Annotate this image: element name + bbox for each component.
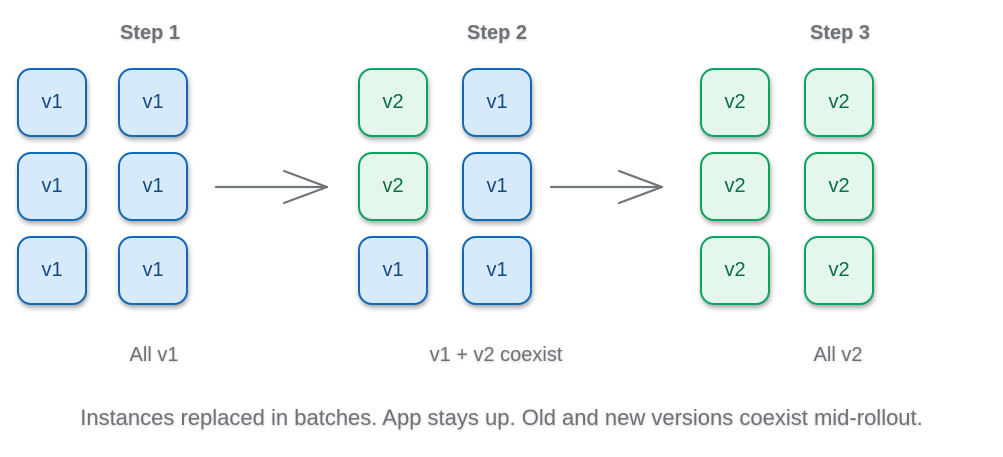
instance-box: v2 xyxy=(700,236,770,305)
step-3-label: All v2 xyxy=(813,344,863,366)
instance-box: v2 xyxy=(804,152,874,221)
step-1-label: All v1 xyxy=(129,344,179,366)
instance-box: v1 xyxy=(118,152,188,221)
instance-box: v1 xyxy=(118,68,188,137)
arrow-step1-to-step2-icon xyxy=(214,169,329,205)
diagram-caption: Instances replaced in batches. App stays… xyxy=(80,405,923,430)
step-1-instance-grid: v1 v1 v1 v1 v1 v1 xyxy=(17,68,188,305)
instance-box: v1 xyxy=(462,236,532,305)
instance-box: v1 xyxy=(17,236,87,305)
step-2-label: v1 + v2 coexist xyxy=(429,344,563,366)
instance-box: v2 xyxy=(358,152,428,221)
instance-box: v1 xyxy=(17,68,87,137)
instance-box: v1 xyxy=(17,152,87,221)
instance-box: v1 xyxy=(462,152,532,221)
step-2-instance-grid: v2 v1 v2 v1 v1 v1 xyxy=(358,68,532,305)
instance-box: v2 xyxy=(700,152,770,221)
instance-box: v1 xyxy=(462,68,532,137)
instance-box: v2 xyxy=(804,236,874,305)
step-1-title: Step 1 xyxy=(119,22,181,44)
instance-box: v2 xyxy=(358,68,428,137)
instance-box: v1 xyxy=(118,236,188,305)
instance-box: v2 xyxy=(804,68,874,137)
arrow-step2-to-step3-icon xyxy=(549,169,664,205)
step-2-title: Step 2 xyxy=(466,22,528,44)
instance-box: v2 xyxy=(700,68,770,137)
step-3-title: Step 3 xyxy=(809,22,871,44)
instance-box: v1 xyxy=(358,236,428,305)
step-3-instance-grid: v2 v2 v2 v2 v2 v2 xyxy=(700,68,874,305)
